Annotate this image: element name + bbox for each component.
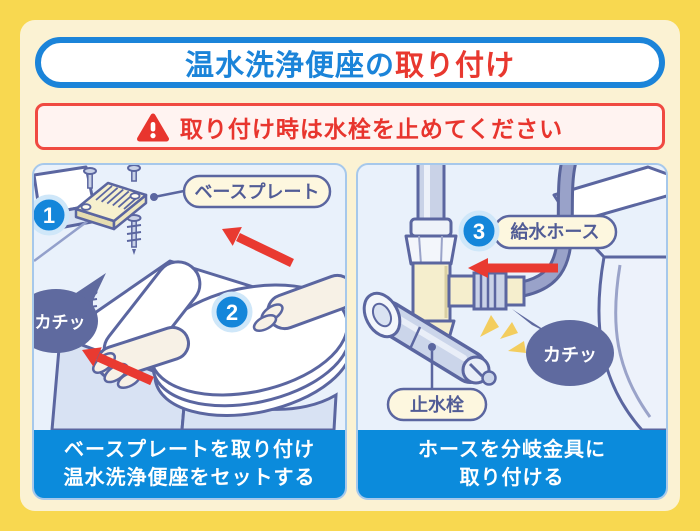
svg-text:2: 2 (226, 300, 238, 325)
step-badge-1: 1 (34, 194, 70, 236)
right-illustration: 止水栓 給水ホース 3 カチッ (358, 165, 666, 430)
slide-arrow-upper (222, 227, 294, 268)
mounting-screws (83, 165, 141, 189)
left-caption: ベースプレートを取り付け 温水洗浄便座をセットする (34, 430, 345, 498)
base-plate (74, 181, 148, 231)
step-panel-seat-install: ベースプレート カチッ 1 2 ベースプレー (32, 163, 347, 500)
right-caption-line1: ホースを分岐金具に (418, 439, 606, 461)
left-illustration-svg: ベースプレート カチッ 1 2 (34, 165, 345, 430)
warning-triangle-icon (136, 113, 169, 141)
svg-text:ベースプレート: ベースプレート (194, 181, 319, 202)
svg-text:給水ホース: 給水ホース (510, 221, 599, 242)
left-illustration: ベースプレート カチッ 1 2 (34, 165, 345, 430)
svg-text:1: 1 (43, 203, 55, 228)
warning-text: 取り付け時は水栓を止めてください (179, 115, 564, 142)
svg-text:カチッ: カチッ (35, 313, 86, 332)
branch-fitting (404, 165, 526, 354)
click-marks (480, 315, 526, 353)
page-title: 温水洗浄便座の取り付け (35, 37, 665, 88)
base-plate-callout: ベースプレート (150, 174, 332, 209)
stop-valve (362, 291, 497, 386)
left-caption-line2: 温水洗浄便座をセットする (63, 467, 316, 489)
svg-text:3: 3 (473, 219, 485, 244)
slide-arrow-lower (82, 347, 154, 386)
warning-banner: 取り付け時は水栓を止めてください (35, 103, 665, 150)
step-panel-hose-install: 止水栓 給水ホース 3 カチッ (356, 163, 668, 500)
right-illustration-svg: 止水栓 給水ホース 3 カチッ (362, 165, 666, 430)
push-arrow (468, 258, 558, 278)
title-part-product: 温水洗浄便座の (184, 49, 395, 82)
click-bubble: カチッ (512, 309, 614, 386)
step-badge-2: 2 (211, 291, 253, 333)
title-part-action: 取り付け (395, 49, 516, 82)
right-caption-line2: 取り付ける (459, 467, 565, 489)
svg-text:止水栓: 止水栓 (410, 394, 464, 415)
supply-hose-callout: 給水ホース (492, 214, 618, 250)
click-bubble: カチッ (34, 273, 106, 353)
step-badge-3: 3 (458, 210, 500, 252)
svg-text:カチッ: カチッ (543, 345, 597, 365)
right-caption: ホースを分岐金具に 取り付ける (358, 430, 666, 498)
left-caption-line1: ベースプレートを取り付け (64, 439, 315, 461)
stop-valve-callout: 止水栓 (386, 343, 488, 422)
